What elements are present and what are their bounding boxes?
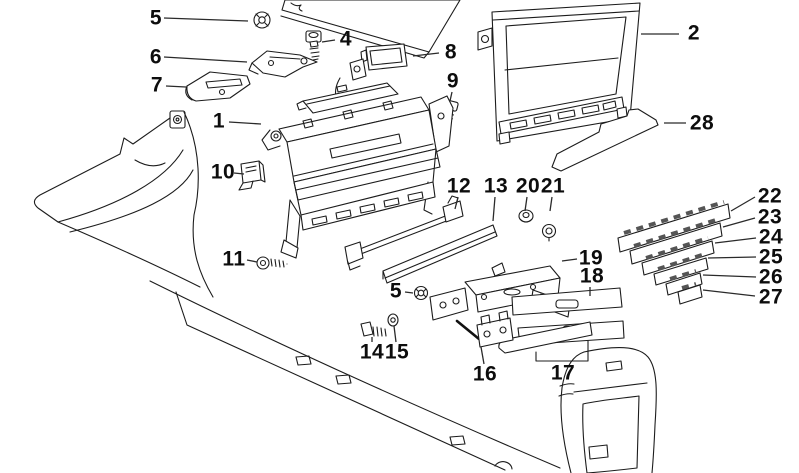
mounting-frame-2-drawing [477, 2, 641, 145]
clip-nut-5-top-drawing [253, 11, 271, 29]
part-label-4-3: 4 [339, 27, 353, 51]
part-label-11-10: 11 [222, 247, 246, 271]
trim-strips-drawing [498, 287, 625, 362]
part-label-14-18: 14 [359, 340, 385, 364]
storage-compartment-1-drawing [261, 58, 454, 259]
part-label-20-13: 20 [515, 174, 541, 198]
part-label-25-25: 25 [758, 245, 784, 269]
leader-line-11-10 [246, 259, 258, 263]
leader-line-6-1 [163, 56, 248, 63]
part-label-10-9: 10 [210, 160, 236, 184]
part-label-2-6: 2 [687, 21, 701, 45]
switch-strip-stack-drawing [617, 200, 731, 305]
part-label-16-20: 16 [472, 362, 498, 386]
rail-13-drawing [382, 224, 498, 284]
part-label-17-21: 17 [550, 361, 576, 385]
washer-15-drawing [387, 313, 399, 327]
leader-line-20-13 [524, 196, 528, 212]
clip-10-drawing [238, 160, 266, 191]
part-label-15-19: 15 [384, 340, 410, 364]
clip-nut-5-mid-drawing [413, 285, 429, 301]
leader-line-9-5 [449, 91, 453, 102]
leader-line-16-20 [480, 346, 485, 365]
part-label-28-7: 28 [689, 111, 715, 135]
nut-21-drawing [541, 223, 557, 242]
screw-14-drawing [360, 321, 387, 337]
leader-line-19-15 [561, 258, 578, 262]
leader-line-26-26 [702, 274, 757, 278]
screw-11-drawing [256, 256, 288, 270]
part-label-27-27: 27 [758, 285, 784, 309]
bracket-7-drawing [185, 71, 251, 102]
part-label-8-4: 8 [444, 40, 458, 64]
leader-line-12-11 [454, 196, 459, 210]
part-label-22-22: 22 [757, 184, 783, 208]
leader-line-21-14 [549, 196, 553, 212]
part-label-18-16: 18 [579, 264, 605, 288]
switch-blank-8-drawing [360, 43, 408, 71]
part-label-19-15: 19 [578, 246, 604, 270]
part-label-1-8: 1 [212, 109, 226, 133]
rail-12-drawing [344, 195, 464, 271]
part-label-5-17: 5 [389, 279, 403, 303]
part-label-5-0: 5 [149, 6, 163, 30]
console-body-drawing [149, 280, 561, 471]
kick-panel-drawing [33, 110, 214, 298]
part-label-9-5: 9 [446, 69, 460, 93]
bracket-6-drawing [248, 50, 318, 78]
grommet-20-drawing [518, 209, 534, 223]
leader-line-24-24 [714, 237, 757, 244]
leader-line-7-2 [165, 85, 187, 88]
part-label-12-11: 12 [446, 174, 472, 198]
part-label-13-12: 13 [483, 174, 509, 198]
leader-line-22-22 [730, 196, 756, 212]
part-label-21-14: 21 [540, 174, 566, 198]
insulation-28-drawing [551, 108, 659, 172]
leader-line-5-0 [163, 17, 249, 22]
leader-line-23-23 [722, 217, 756, 228]
leader-line-13-12 [492, 196, 496, 222]
leader-line-1-8 [228, 121, 262, 125]
leader-line-8-4 [412, 52, 440, 57]
part-label-23-23: 23 [757, 205, 783, 229]
leader-line-4-3 [321, 39, 336, 43]
leader-line-27-27 [702, 289, 756, 297]
leader-line-10-9 [233, 172, 245, 175]
leader-line-25-25 [707, 256, 757, 259]
part-label-6-1: 6 [149, 45, 163, 69]
leader-line-15-19 [393, 325, 397, 343]
part-label-24-24: 24 [758, 225, 784, 249]
bracket-16-drawing [455, 310, 514, 348]
rear-console-drawing [558, 347, 657, 473]
part-label-7-2: 7 [150, 73, 164, 97]
part-label-26-26: 26 [758, 265, 784, 289]
screw-4-drawing [305, 30, 322, 61]
leader-line-5-17 [404, 291, 414, 294]
